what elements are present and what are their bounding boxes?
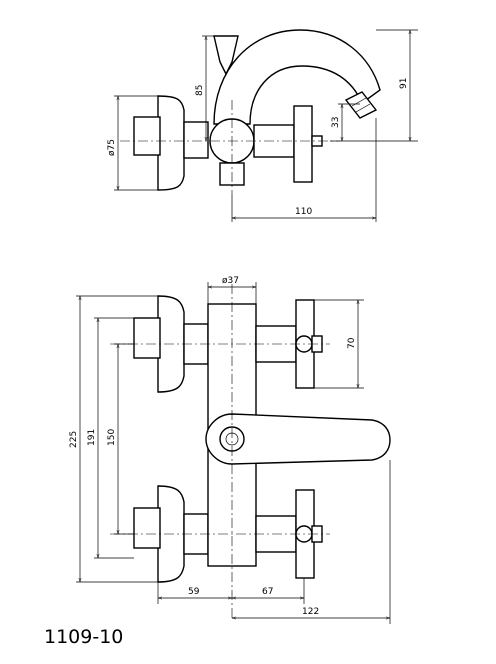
dim-inlet-height: 191 [87,429,97,446]
spout-top-view [205,413,391,465]
dim-lever-height: 85 [195,85,205,96]
spout-outlet [344,91,378,119]
cross-handle [293,105,313,183]
side-view: 91 85 33 ø75 110 [107,29,418,222]
body-fitting [183,121,209,159]
dim-body-to-handle: 67 [262,587,273,597]
lower-inlet [133,507,161,549]
dim-projection: 110 [295,207,312,217]
wall-flange [157,95,185,191]
model-code: 1109-10 [44,626,123,648]
dim-flange-diameter: ø75 [107,139,117,156]
spout [213,29,381,125]
inlet-connector [133,116,161,156]
dim-spout-drop: 33 [331,117,341,128]
dim-body-diameter: ø37 [222,276,239,286]
diverter-lever [213,35,239,76]
dim-overall-projection: 122 [302,607,319,617]
dim-wall-to-body: 59 [188,587,200,597]
dim-centres: 150 [107,429,117,446]
dim-spout-height: 91 [399,78,409,89]
dim-overall-height: 225 [69,431,79,448]
front-view: ø37 70 225 191 150 59 67 122 [69,276,391,624]
dim-handle-height: 70 [347,337,357,349]
upper-inlet [133,317,161,359]
